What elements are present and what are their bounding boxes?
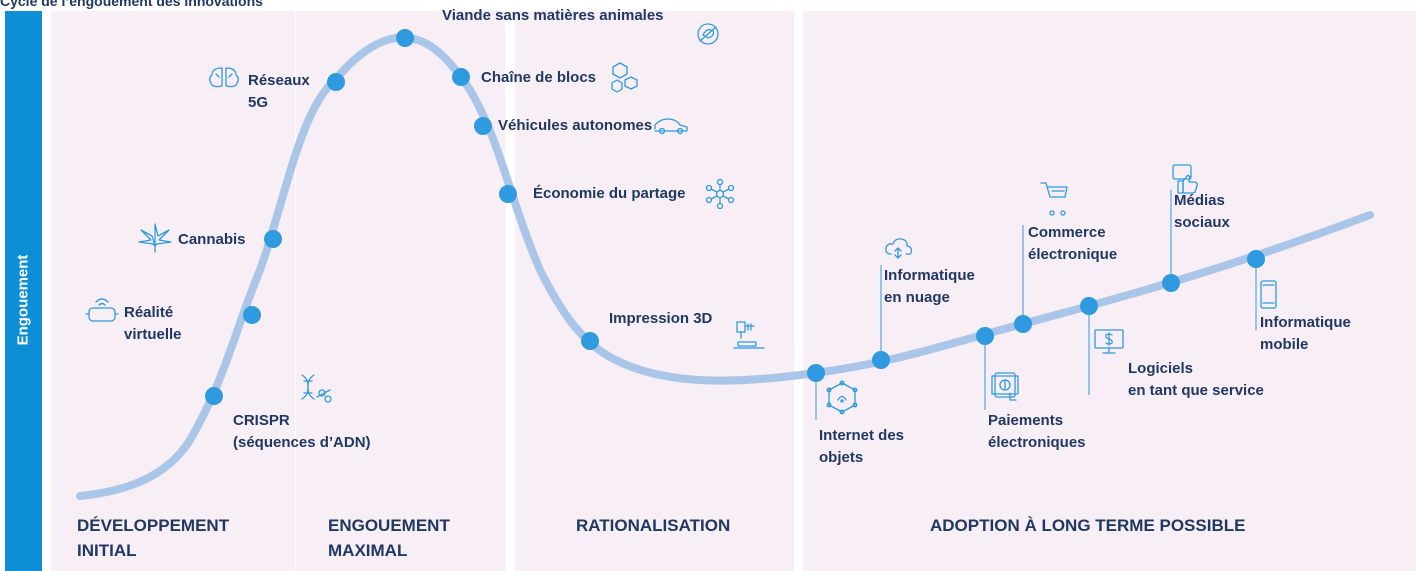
dot-virtual-reality [243, 306, 261, 324]
dot-crispr [205, 387, 223, 405]
blocks-icon [611, 62, 638, 93]
dot-cannabis [264, 230, 282, 248]
phase-label-rationalisation: RATIONALISATION [576, 516, 731, 535]
connector-lines [815, 190, 1257, 420]
label-virtual-reality: Réalité virtuelle [124, 304, 182, 343]
meat-plate-icon [697, 23, 719, 45]
dot-e-commerce [1014, 315, 1032, 333]
thumbs-up-icon [1172, 164, 1198, 194]
phase-label-peak-hype: ENGOUEMENT MAXIMAL [328, 516, 450, 560]
phase-bg-peak-hype [296, 11, 505, 571]
dot-blockchain [452, 68, 470, 86]
page-title: Cycle de l’engouement des innovations [0, 0, 263, 9]
phase-label-initial-development: DÉVELOPPEMENT INITIAL [77, 516, 230, 560]
iot-hexagon-icon [826, 380, 858, 415]
label-animal-free-meat: Viande sans matières animales [442, 7, 664, 24]
dot-autonomous-vehicles [474, 117, 492, 135]
car-icon [654, 118, 688, 135]
dot-animal-free-meat [396, 29, 414, 47]
label-blockchain: Chaîne de blocs [481, 69, 597, 86]
dot-3d-printing [581, 332, 599, 350]
label-sharing-economy: Économie du partage [533, 185, 686, 202]
y-axis-bar [5, 11, 42, 571]
dot-e-payments [976, 327, 994, 345]
dot-cloud-computing [872, 351, 890, 369]
smartphone-icon [1260, 280, 1277, 309]
shopping-cart-icon [1040, 182, 1068, 216]
label-social-media: Médias sociaux [1174, 192, 1230, 231]
label-autonomous-vehicles: Véhicules autonomes [498, 117, 653, 134]
label-saas: Logiciels en tant que service [1128, 360, 1264, 399]
vr-headset-icon [85, 298, 119, 322]
dot-sharing-economy [499, 185, 517, 203]
monitor-dollar-icon [1094, 329, 1124, 354]
label-mobile-computing: Informatique mobile [1260, 314, 1351, 353]
dot-mobile-computing [1247, 250, 1265, 268]
brain-network-icon [209, 67, 239, 88]
phase-bg-long-term-adoption [803, 11, 1416, 571]
phase-label-long-term-adoption: ADOPTION À LONG TERME POSSIBLE [930, 516, 1246, 535]
label-5g: Réseaux 5G [248, 72, 310, 111]
label-cloud-computing: Informatique en nuage [884, 267, 975, 306]
payment-icon [991, 372, 1019, 401]
label-iot: Internet des objets [819, 427, 905, 466]
cannabis-leaf-icon [138, 223, 172, 253]
dna-scissors-icon [301, 374, 332, 403]
sharing-network-icon [705, 178, 735, 210]
dot-social-media [1162, 274, 1180, 292]
phase-bg-rationalisation [515, 11, 794, 571]
cloud-icon [885, 238, 913, 259]
label-e-commerce: Commerce électronique [1028, 224, 1118, 263]
3d-printer-icon [733, 321, 765, 349]
technology-dots [205, 29, 1265, 405]
dot-saas [1080, 297, 1098, 315]
dot-5g [327, 73, 345, 91]
label-crispr: CRISPR (séquences d’ADN) [233, 412, 371, 451]
dot-iot [807, 364, 825, 382]
label-e-payments: Paiements électroniques [988, 412, 1086, 451]
label-cannabis: Cannabis [178, 231, 246, 248]
label-3d-printing: Impression 3D [609, 310, 713, 327]
